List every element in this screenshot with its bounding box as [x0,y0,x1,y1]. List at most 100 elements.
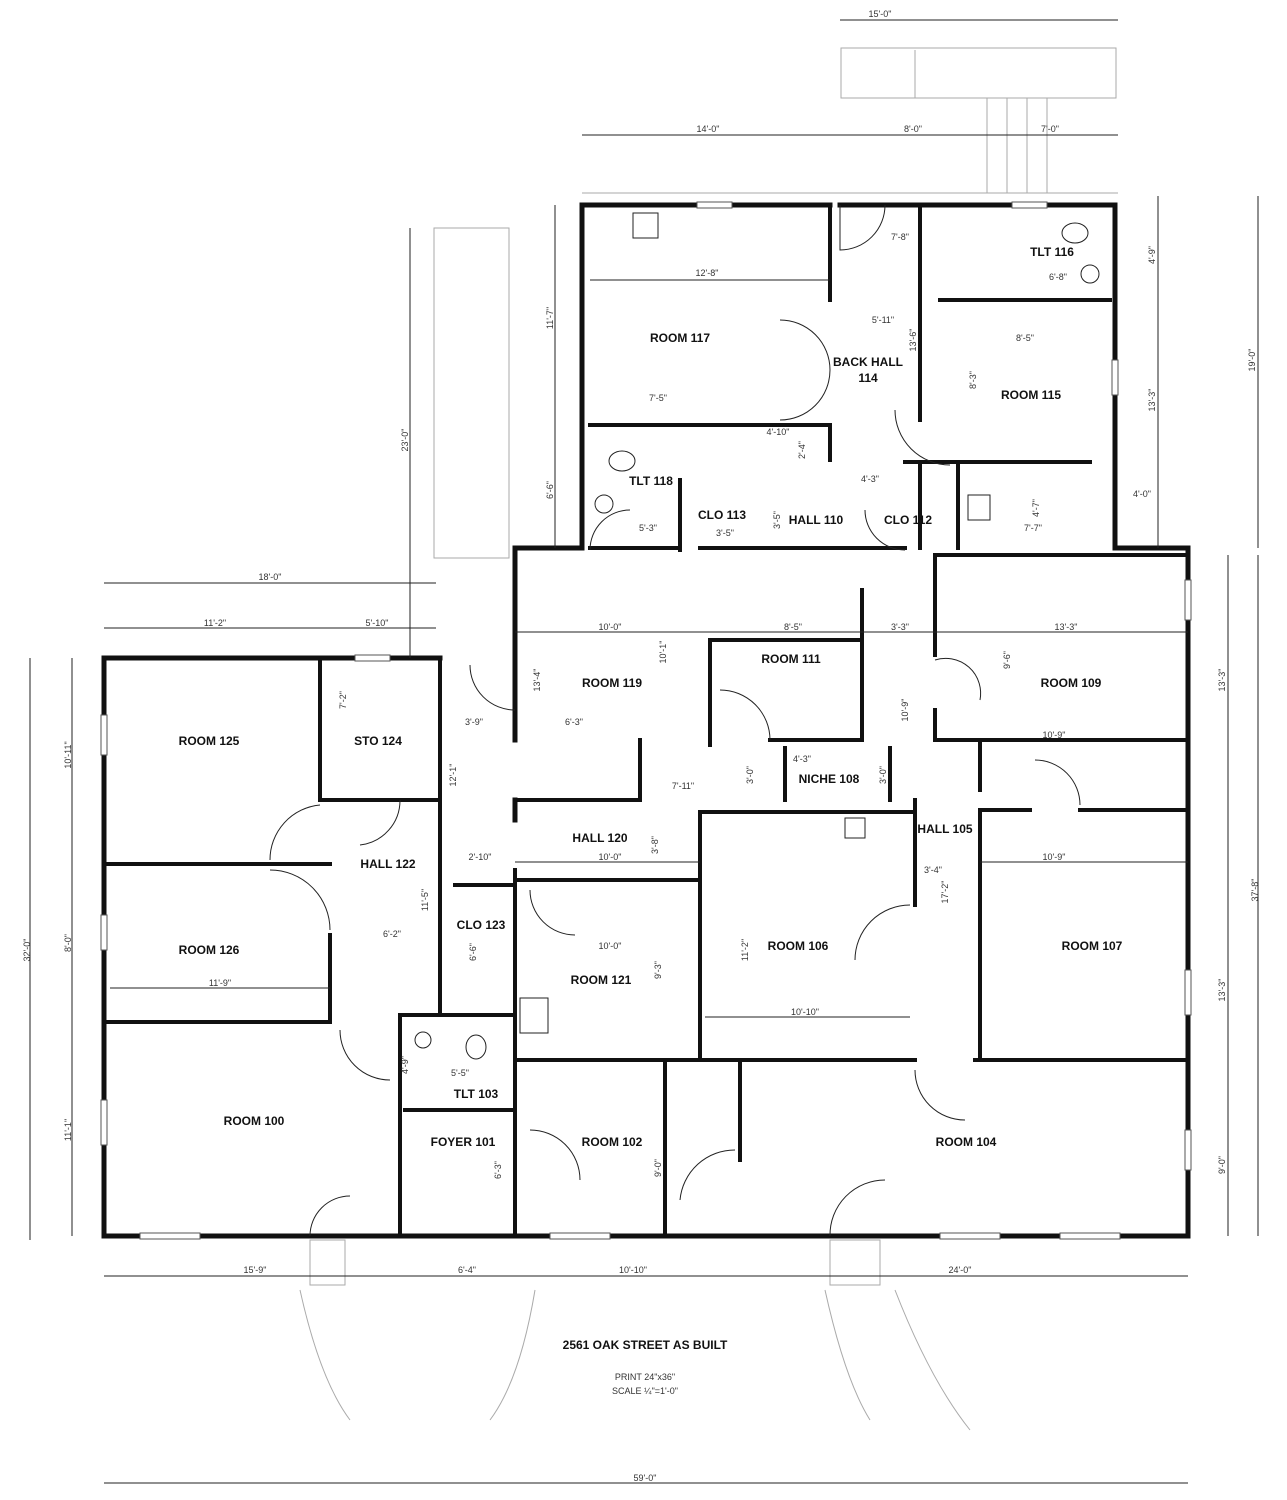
dimension-label: 6'-3" [493,1161,503,1179]
dimension-label: 5'-5" [451,1068,469,1078]
dimension-label: 3'-0" [745,766,755,784]
dimension-label: 13'-6" [908,329,918,352]
dimension-label: 11'-7" [545,307,555,329]
dimension-label: 15'-0" [869,9,892,19]
interior-walls [102,203,1190,1238]
sink-icon [519,997,549,1034]
dimension-label: 10'-10" [791,1007,819,1017]
room-111-label: ROOM 111 [761,652,821,666]
room-119-label: ROOM 119 [582,676,642,690]
dimension-label: 6'-8" [1049,272,1067,282]
room-117-label: ROOM 117 [650,331,710,345]
dimension-label: 10'-0" [599,622,622,632]
dimension-label: 11'-5" [420,889,430,911]
dimension-label: 59'-0" [634,1473,657,1483]
room-115-label: ROOM 115 [1001,388,1061,402]
dimension-label: 8'-0" [63,934,73,952]
dimension-label: 4'-7" [1031,499,1041,517]
dimension-label: 10'-9" [1043,852,1066,862]
dimension-label: 10'-9" [900,699,910,722]
dimension-label: 11'-2" [740,939,750,961]
room-121-label: ROOM 121 [571,973,632,987]
room-labels: ROOM 117 BACK HALL 114 TLT 116 ROOM 115 … [179,245,1123,1149]
dimension-label: 7'-2" [338,691,348,709]
print-size-note: PRINT 24"x36" [615,1372,675,1382]
room-107-label: ROOM 107 [1062,939,1123,953]
foyer-101-label: FOYER 101 [431,1135,496,1149]
dimension-label: 4'-10" [767,427,790,437]
hall-110-label: HALL 110 [789,513,844,527]
dimension-label: 3'-5" [716,528,734,538]
dimension-label: 5'-10" [366,618,389,628]
dimension-label: 18'-0" [259,572,282,582]
dimension-label: 10'-9" [1043,730,1066,740]
dimension-label: 32'-0" [22,939,32,962]
dimension-label: 13'-3" [1217,979,1227,1002]
room-126-label: ROOM 126 [179,943,240,957]
dimension-label: 10'-0" [599,941,622,951]
dimension-label: 12'-8" [696,268,719,278]
dimension-label: 10'-0" [599,852,622,862]
drawing-title: 2561 OAK STREET AS BUILT [563,1338,728,1352]
dimension-label: 11'-2" [204,618,226,628]
sink-icon [632,212,659,239]
dimension-label: 4'-9" [1147,246,1157,264]
dimension-label: 13'-3" [1055,622,1078,632]
room-109-label: ROOM 109 [1041,676,1102,690]
dimension-label: 3'-8" [650,836,660,854]
dimension-label: 10'-1" [658,641,668,664]
toilet-icon [1061,222,1089,244]
sink-icon [844,817,866,839]
dimension-label: 8'-5" [784,622,802,632]
back-hall-114-number: 114 [858,371,878,385]
sink-icon [594,494,614,514]
dimension-label: 17'-2" [940,881,950,904]
dimension-lines [29,19,1259,1484]
sink-icon [414,1031,432,1049]
dimension-label: 8'-0" [904,124,922,134]
dimension-label: 13'-3" [1217,669,1227,692]
dimension-label: 9'-3" [653,961,663,979]
clo-113-label: CLO 113 [698,508,746,522]
dimension-label: 6'-3" [565,717,583,727]
dimension-label: 6'-4" [458,1265,476,1275]
dimension-label: 7'-11" [672,781,694,791]
sink-icon [967,494,991,521]
dimension-label: 10'-11" [63,741,73,768]
dimension-label: 37'-8" [1250,879,1260,902]
tlt-103-label: TLT 103 [454,1087,499,1101]
dimension-label: 23'-0" [400,429,410,452]
dimension-label: 5'-3" [639,523,657,533]
clo-123-label: CLO 123 [457,918,506,932]
dimension-label: 5'-11" [872,315,894,325]
back-hall-114-label: BACK HALL [833,355,903,369]
dimension-label: 3'-9" [465,717,483,727]
tlt-118-label: TLT 118 [629,474,673,488]
dimension-label: 3'-4" [924,865,942,875]
plumbing-fixtures [414,212,1100,1060]
sink-icon [1080,264,1100,284]
dimension-label: 24'-0" [949,1265,972,1275]
dimension-label: 3'-3" [891,622,909,632]
dimension-label: 15'-9" [244,1265,267,1275]
dimension-label: 12'-1" [448,764,458,787]
scale-note: SCALE ¼"=1'-0" [612,1386,678,1396]
dimension-label: 4'-3" [793,754,811,764]
dimension-label: 13'-4" [532,669,542,692]
dimension-label: 6'-2" [383,929,401,939]
dimension-label: 4'-9" [400,1056,410,1074]
dimension-label: 6'-6" [545,481,555,499]
dimension-label: 9'-6" [1002,651,1012,669]
dimension-label: 4'-3" [861,474,879,484]
hall-120-label: HALL 120 [572,831,627,845]
dimension-labels: 15'-0" 14'-0" 8'-0" 7'-0" 19'-0" 4'-9" 1… [22,9,1260,1483]
dimension-label: 7'-7" [1024,523,1042,533]
dimension-label: 2'-10" [469,852,492,862]
site-features [299,47,1118,1431]
dimension-label: 11'-1" [63,1119,73,1141]
tlt-116-label: TLT 116 [1030,245,1074,259]
hall-122-label: HALL 122 [360,857,415,871]
title-block: 2561 OAK STREET AS BUILT PRINT 24"x36" S… [563,1338,728,1396]
dimension-label: 8'-5" [1016,333,1034,343]
